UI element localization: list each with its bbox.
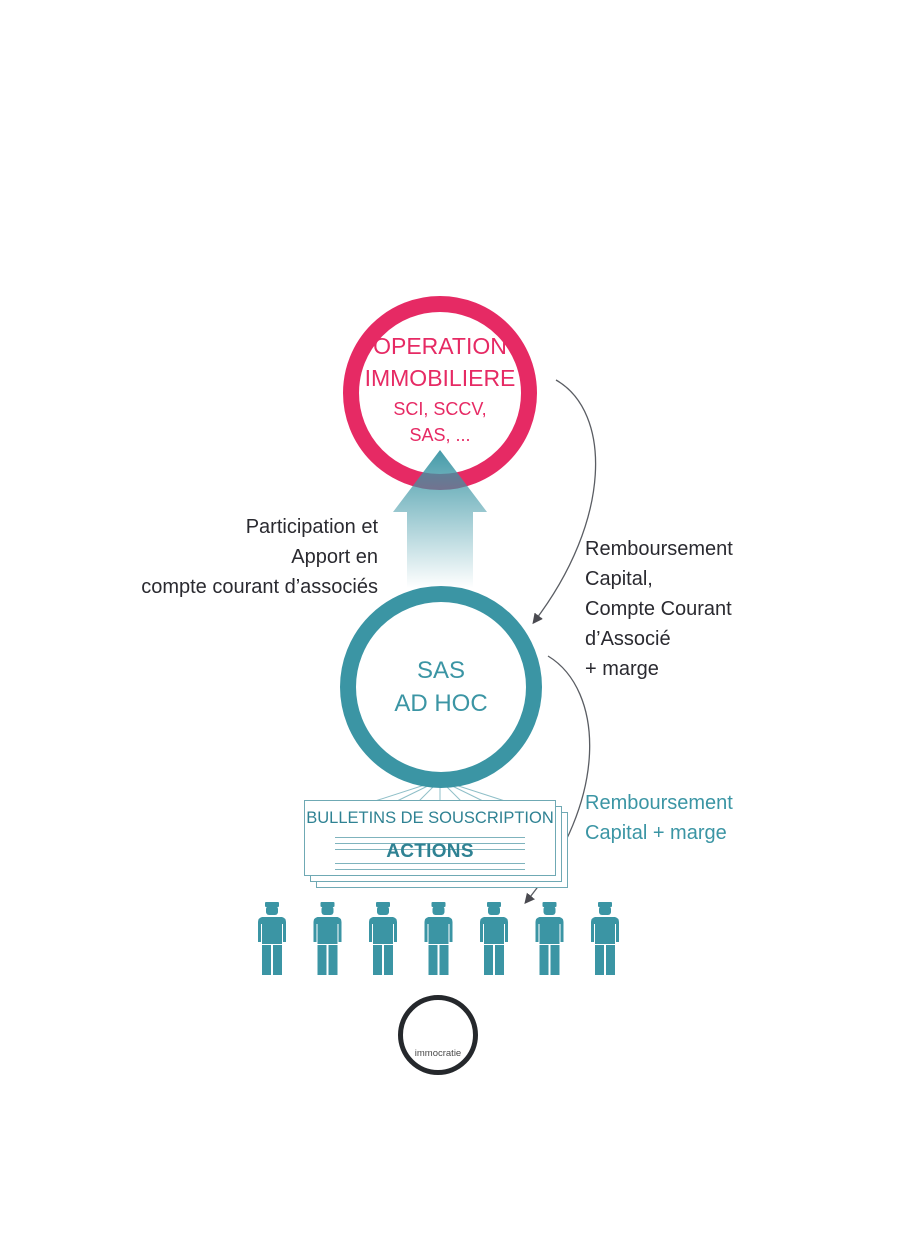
repayment-inv-line-1: Remboursement [585, 792, 733, 814]
bulletin-rule [335, 843, 525, 844]
investor-person-icon [369, 902, 397, 975]
upward-arrow [393, 450, 487, 588]
return-arrow-top [532, 379, 597, 625]
investor-person-icon [258, 902, 286, 975]
logo-text: immocratie [414, 1048, 462, 1059]
operation-line-4: SAS, ... [409, 425, 471, 445]
repayment-label-operation: Remboursement Capital, Compte Courant d’… [585, 534, 885, 684]
investor-person-icon [480, 902, 508, 975]
operation-line-3: SCI, SCCV, [393, 399, 487, 419]
operation-line-1: OPERATION [373, 333, 507, 359]
bulletin-sheet-front [304, 800, 556, 876]
repayment-op-line-4: d’Associé [585, 628, 671, 650]
repayment-op-line-2: Capital, [585, 568, 653, 590]
participation-label: Participation et Apport en compte couran… [60, 512, 378, 602]
bulletin-rule [335, 849, 525, 850]
bulletin-title: BULLETINS DE SOUSCRIPTION [306, 809, 554, 827]
repayment-inv-line-2: Capital + marge [585, 822, 727, 844]
repayment-label-investors: Remboursement Capital + marge [585, 788, 885, 848]
repayment-op-line-5: + marge [585, 658, 659, 680]
bulletin-rule [335, 869, 525, 870]
investor-person-icon [424, 902, 453, 975]
sas-line-1: SAS [416, 657, 466, 684]
investor-person-icon [535, 902, 564, 975]
investor-group [258, 902, 619, 975]
investor-person-icon [591, 902, 619, 975]
repayment-op-line-3: Compte Courant [585, 598, 732, 620]
investor-person-icon [313, 902, 342, 975]
operation-title: OPERATION IMMOBILIERE [346, 330, 534, 394]
immocratie-logo: immocratie [398, 995, 478, 1075]
bulletin-rule [335, 837, 525, 838]
operation-subtitle: SCI, SCCV, SAS, ... [346, 396, 534, 448]
repayment-op-line-1: Remboursement [585, 538, 733, 560]
bulletin-rule [335, 863, 525, 864]
sas-title: SAS AD HOC [360, 654, 522, 720]
operation-line-2: IMMOBILIERE [364, 365, 516, 391]
sas-circle [340, 586, 542, 788]
participation-line-1: Participation et [245, 516, 378, 538]
participation-line-2: Apport en [291, 546, 378, 568]
actions-label: ACTIONS [386, 841, 474, 862]
participation-line-3: compte courant d’associés [141, 576, 378, 598]
sas-line-2: AD HOC [394, 690, 488, 717]
